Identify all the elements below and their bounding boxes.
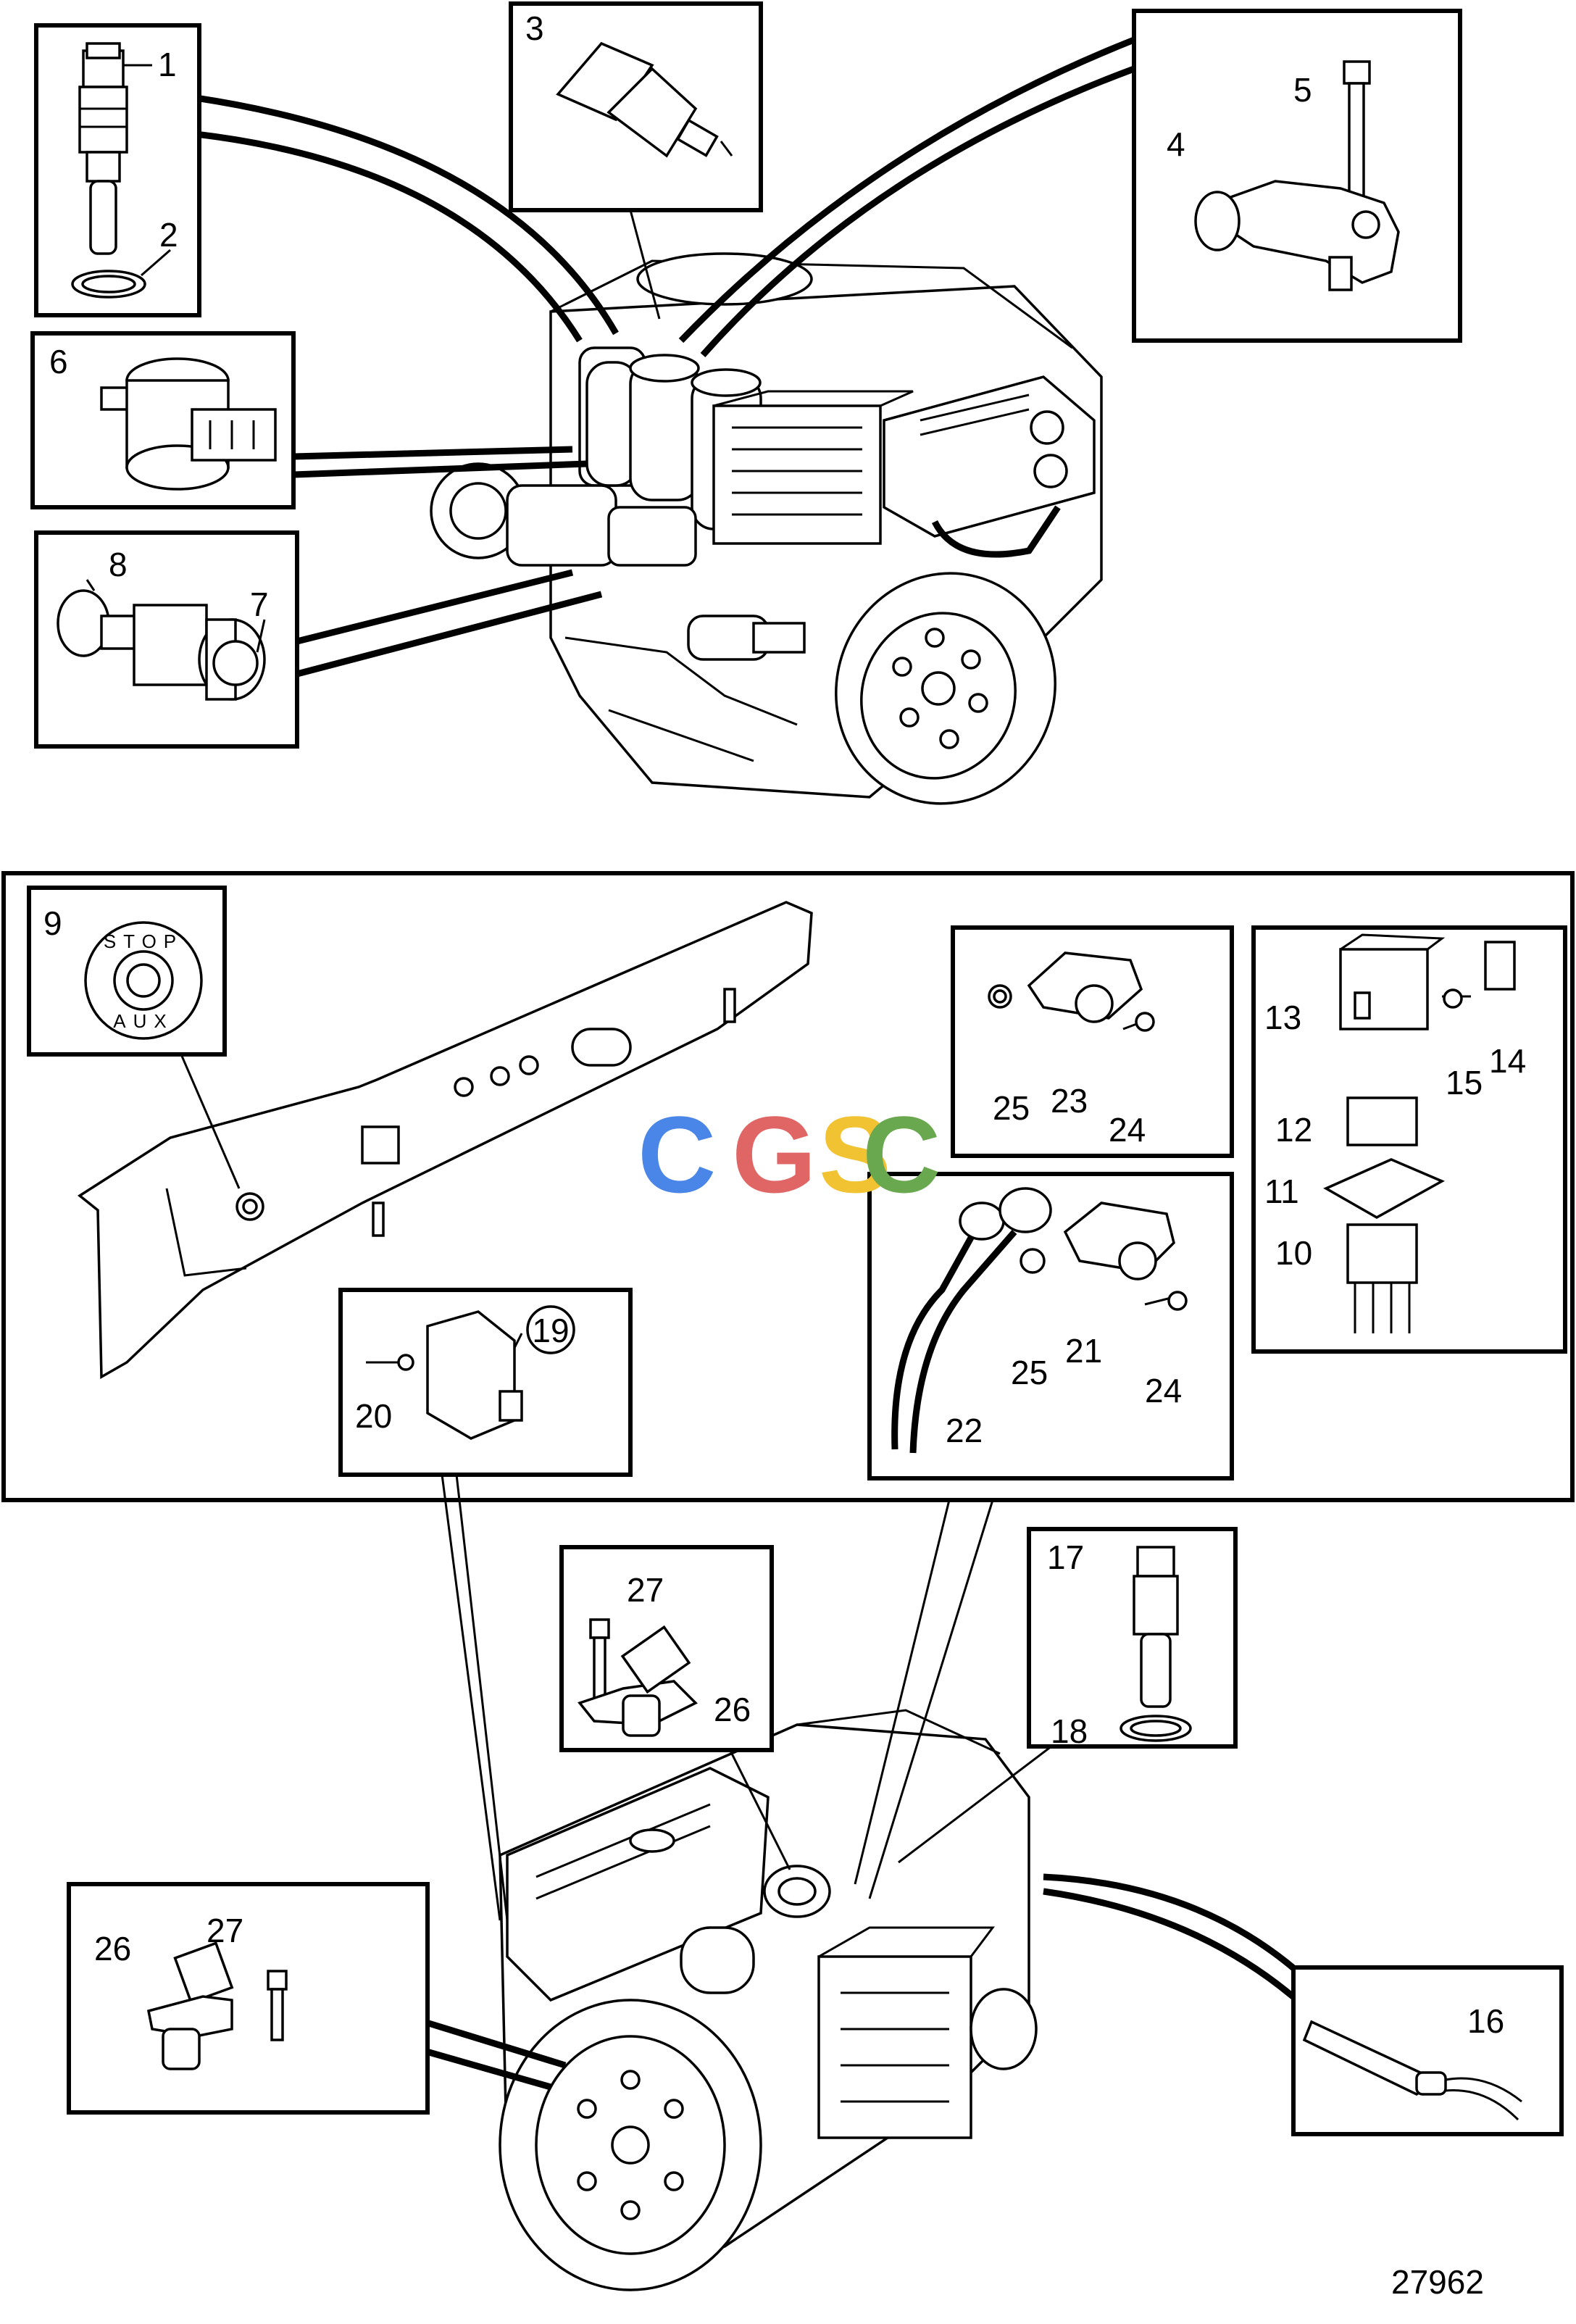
callout-24-b: 24 — [1145, 1372, 1182, 1409]
callout-19: 19 — [532, 1312, 569, 1349]
callout-14: 14 — [1489, 1042, 1526, 1080]
callout-8: 8 — [109, 546, 128, 583]
top-leaders — [195, 36, 1135, 678]
callout-13: 13 — [1264, 999, 1301, 1036]
box-sensor-6 — [30, 331, 296, 509]
callout-2: 2 — [159, 216, 178, 254]
watermark-logo: C G S C — [638, 1094, 941, 1215]
box-sensor-23-24-25 — [951, 925, 1234, 1158]
box-sensor-16 — [1291, 1965, 1564, 2136]
callout-22: 22 — [946, 1412, 983, 1449]
callout-21: 21 — [1065, 1332, 1102, 1370]
callout-11: 11 — [1264, 1173, 1299, 1210]
callout-25: 25 — [993, 1089, 1030, 1127]
figure-number: 27962 — [1391, 2263, 1484, 2301]
callout-7: 7 — [250, 586, 269, 623]
box-sensor-17-18 — [1027, 1527, 1238, 1749]
callout-5: 5 — [1293, 71, 1312, 109]
flywheel-bolts — [892, 628, 988, 749]
rocker-cover-fins — [535, 1803, 711, 1900]
watermark-letter-3: S — [819, 1094, 891, 1215]
callout-27: 27 — [627, 1571, 664, 1609]
callout-16: 16 — [1467, 2002, 1504, 2040]
callout-3: 3 — [525, 9, 544, 47]
watermark-letter-4: C — [862, 1094, 941, 1215]
callout-9: 9 — [43, 904, 62, 942]
box-sensor-3 — [509, 1, 763, 212]
callout-1: 1 — [158, 46, 177, 83]
box-sensor-26-27-lower — [67, 1882, 430, 2115]
callout-12: 12 — [1275, 1111, 1312, 1149]
callout-4: 4 — [1167, 125, 1185, 163]
callout-20: 20 — [355, 1397, 392, 1435]
box-stop-aux-button — [27, 886, 241, 1189]
callout-25-b: 25 — [1011, 1354, 1048, 1391]
box-sensor-4-5 — [1132, 9, 1462, 343]
watermark-letter-1: C — [638, 1094, 716, 1215]
top-engine — [430, 252, 1103, 805]
callout-27-b: 27 — [207, 1912, 243, 1949]
box-control-unit-19-20 — [338, 1288, 633, 1477]
callout-26-b: 26 — [94, 1930, 131, 1967]
instrument-bracket — [78, 901, 813, 1379]
stop-label: STOP — [104, 930, 183, 952]
callout-6: 6 — [49, 343, 68, 380]
bottom-leaders — [422, 1474, 1299, 2091]
callout-18: 18 — [1051, 1712, 1088, 1750]
bottom-flywheel-bolts — [577, 2070, 684, 2220]
callout-10: 10 — [1275, 1234, 1312, 1272]
box-relay-10-15 — [1251, 925, 1567, 1354]
bottom-engine — [499, 1709, 1038, 2291]
callout-23: 23 — [1051, 1082, 1088, 1120]
callout-15: 15 — [1446, 1064, 1483, 1101]
right-block-teeth — [920, 393, 1030, 436]
box-sensor-21-22 — [867, 1172, 1234, 1480]
callout-24: 24 — [1109, 1111, 1146, 1149]
callout-26: 26 — [714, 1691, 751, 1728]
ecu-fins — [732, 426, 862, 516]
box-sensor-26-27-upper — [559, 1545, 774, 1752]
aux-label: AUX — [113, 1010, 173, 1032]
watermark-letter-2: G — [732, 1094, 817, 1215]
callout-17: 17 — [1047, 1538, 1084, 1576]
box-sensor-1-2 — [34, 23, 201, 317]
box-sensor-7-8 — [34, 530, 299, 749]
